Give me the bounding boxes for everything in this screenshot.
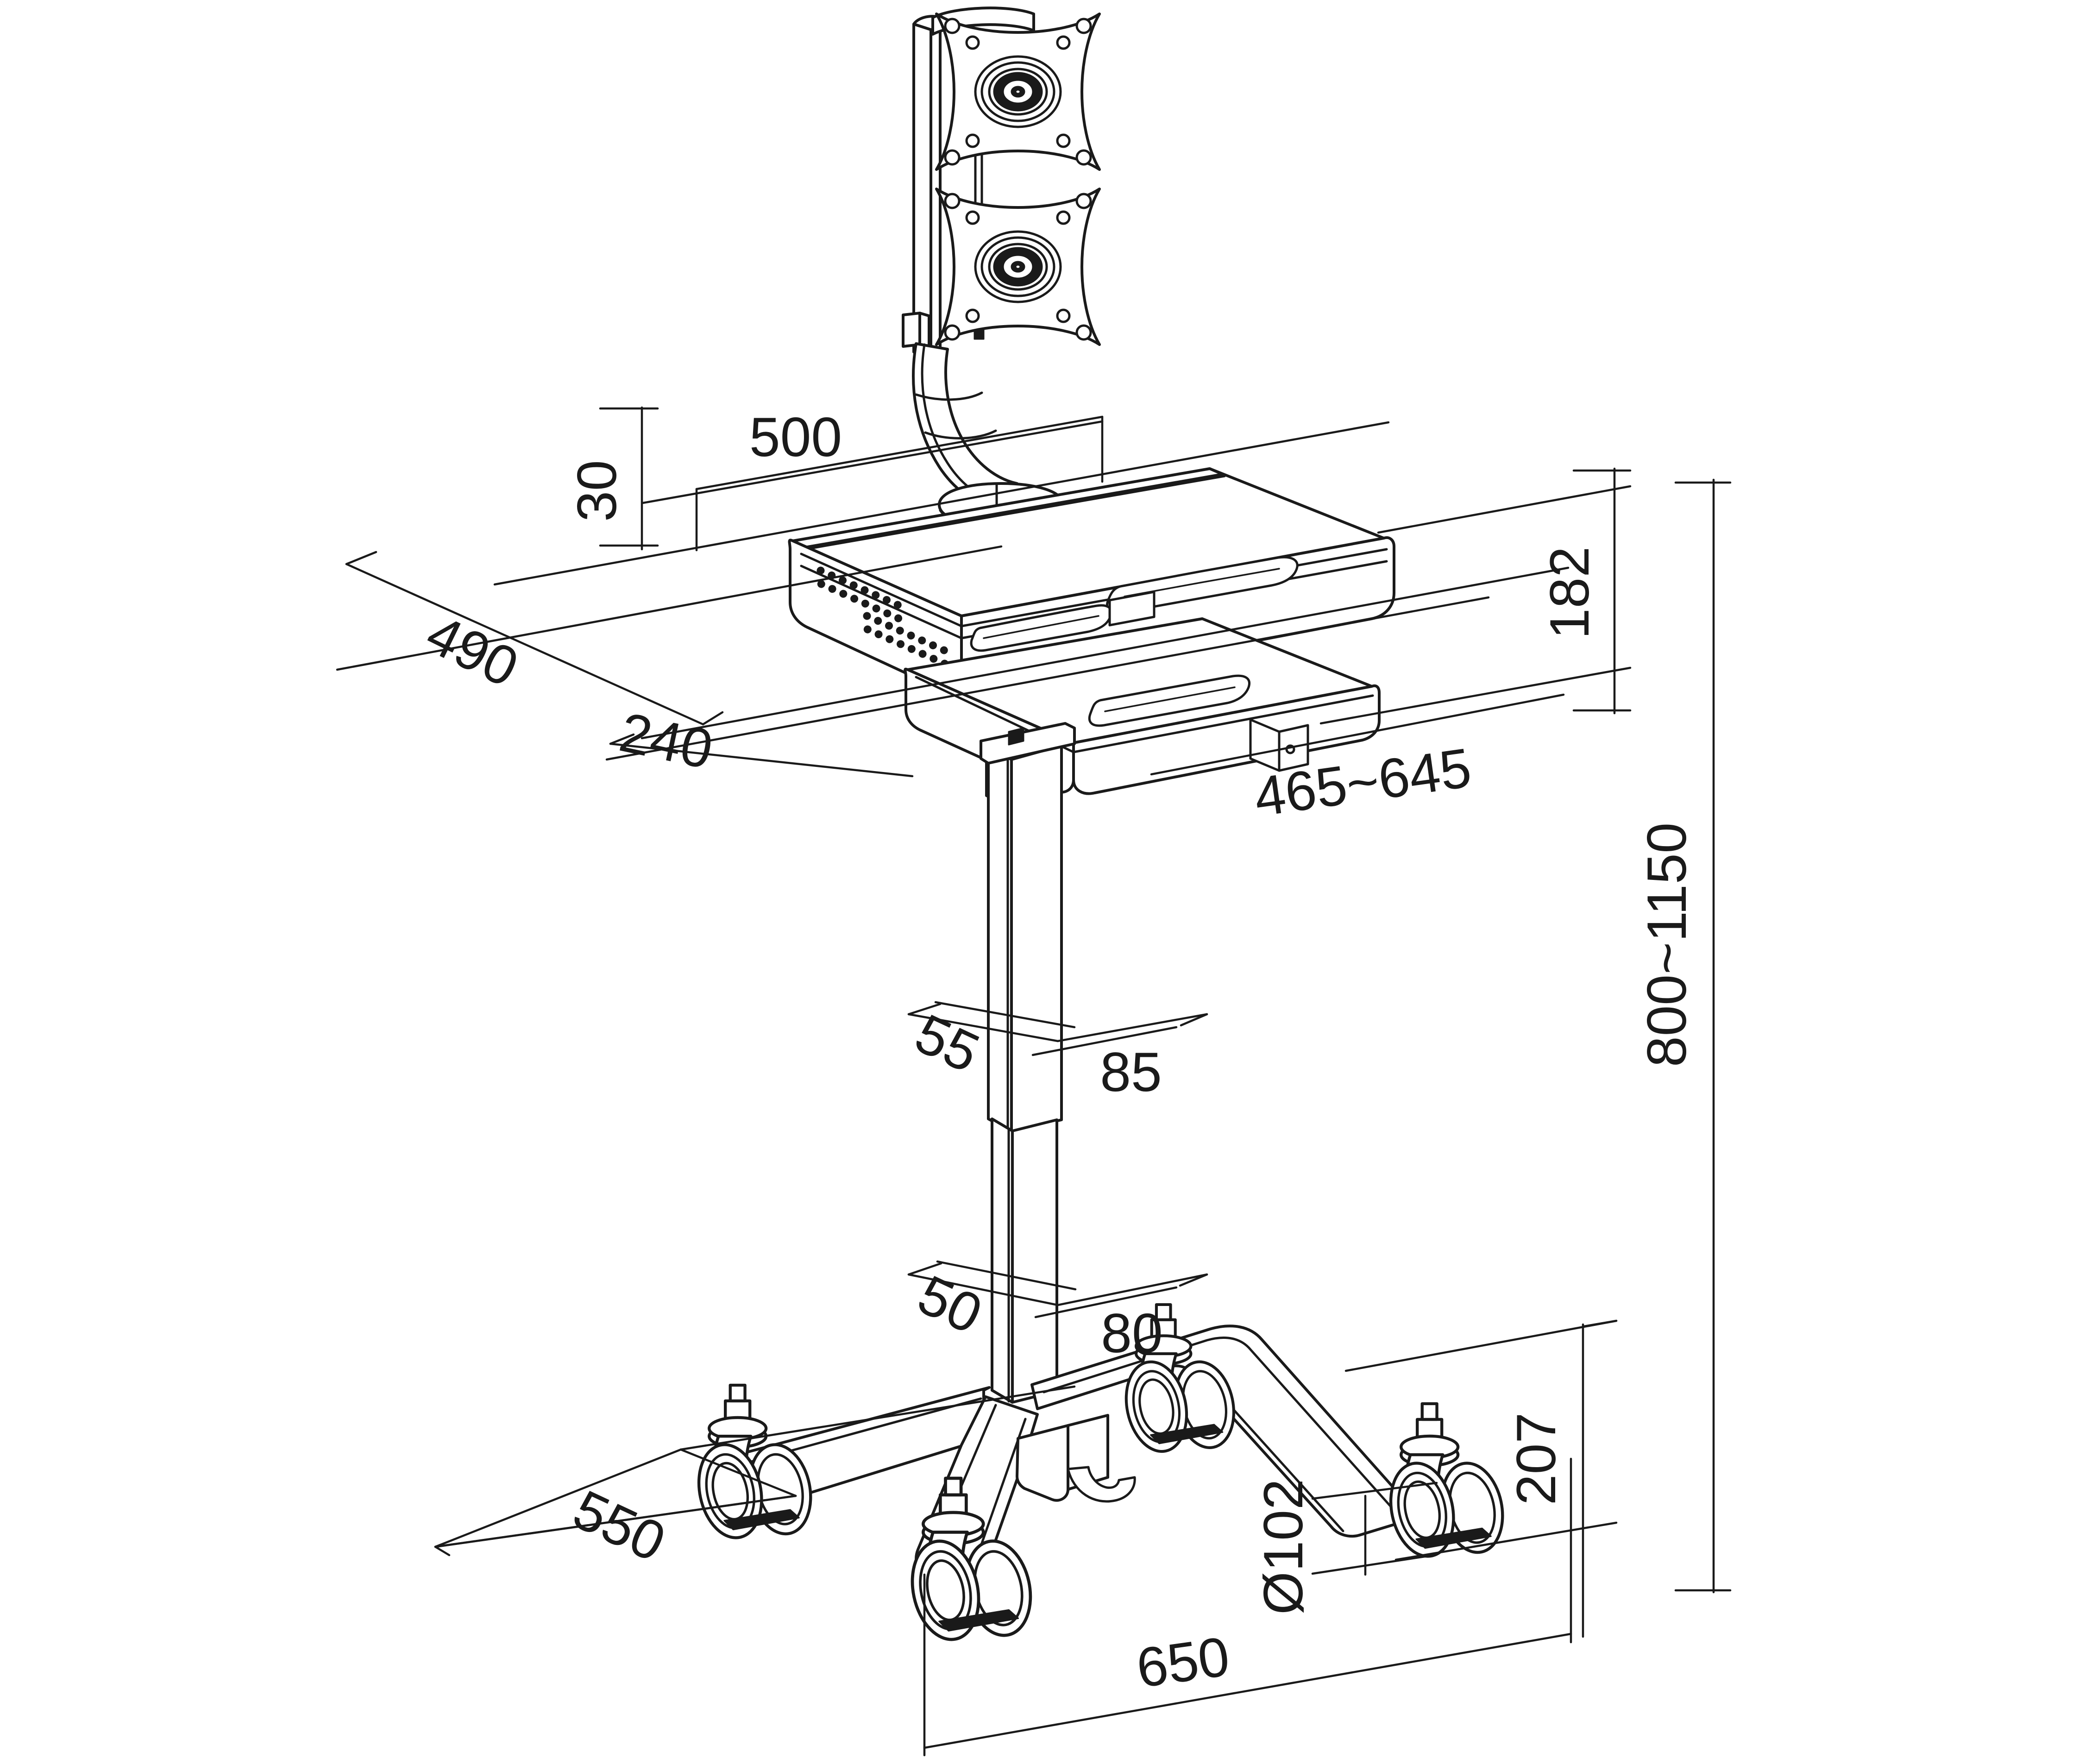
caster-front-left [691,1385,818,1544]
dimension-lines [336,406,1732,1757]
dim-30: 30 [566,460,628,521]
vesa-plate-upper [936,14,1099,169]
dim-490: 490 [417,603,528,699]
caster-rear-right [1382,1404,1510,1562]
dim-caster-diameter: Ø102 [1252,1479,1314,1615]
lift-column [980,722,1076,1404]
dim-207: 207 [1505,1412,1567,1505]
dim-650: 650 [1133,1625,1233,1700]
dim-240: 240 [615,701,718,781]
dim-500: 500 [749,406,842,468]
vesa-plate-lower [936,189,1099,345]
dim-85: 85 [1100,1041,1162,1103]
dim-182: 182 [1539,546,1601,639]
dim-550: 550 [564,1478,674,1574]
dim-55: 55 [906,1002,989,1085]
dim-800-1150: 800~1150 [1636,822,1698,1067]
dim-80: 80 [1101,1302,1162,1364]
vent-slots [817,566,949,668]
dim-50: 50 [909,1263,992,1346]
